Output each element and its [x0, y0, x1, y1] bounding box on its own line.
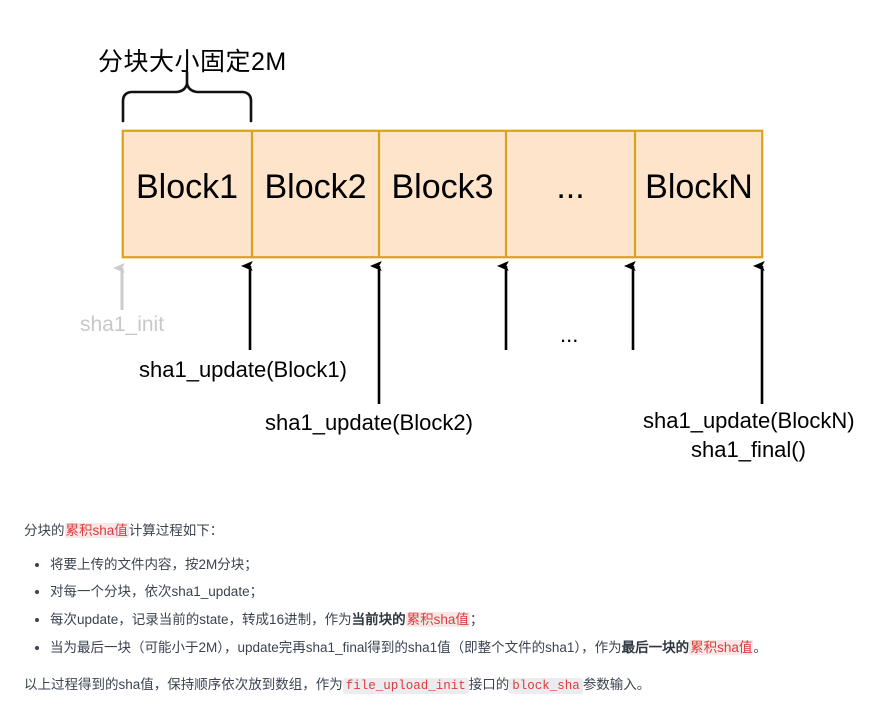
code-file-upload-init: file_upload_init: [342, 678, 469, 695]
intro-after: 计算过程如下：: [128, 523, 224, 538]
step-item: 每次update，记录当前的state，转成16进制，作为当前块的累积sha值；: [50, 608, 869, 632]
block-label-4: ...: [556, 168, 585, 206]
step-strong: 最后一块的: [621, 639, 690, 655]
step-text: 对每一个分块，依次sha1_update；: [50, 584, 264, 600]
step-strong: 当前块的: [351, 611, 406, 627]
code-block-sha: block_sha: [509, 678, 583, 695]
label-sha1-init: sha1_init: [80, 313, 165, 336]
block-label-2: Block2: [264, 168, 367, 206]
step-text: 每次update，记录当前的state，转成16进制，作为: [50, 611, 352, 627]
intro-before: 分块的: [24, 523, 65, 538]
block-label-3: Block3: [391, 168, 494, 206]
step-text: ；: [469, 611, 484, 627]
label-sha1-update-blockn: sha1_update(BlockN): [643, 408, 855, 433]
label-sha1-update-block2: sha1_update(Block2): [265, 410, 473, 435]
diagram-svg: [0, 70, 893, 404]
diagram-canvas: 分块大小固定2M Block1 Block2 Block3... BlockN sha…: [0, 48, 893, 462]
footer-part3: 参数输入。: [582, 677, 651, 693]
step-text: 将要上传的文件内容，按2M分块；: [50, 556, 258, 572]
step-text: 当为最后一块（可能小于2M），update完再sha1_final得到的sha1…: [50, 639, 622, 655]
footer-part1: 以上过程得到的sha值，保持顺序依次放到数组，作为: [24, 677, 343, 693]
steps-list: 将要上传的文件内容，按2M分块； 对每一个分块，依次sha1_update； 每次u…: [24, 553, 869, 660]
label-ellipsis-middle: ...: [560, 322, 579, 347]
block-strip: [121, 129, 764, 259]
block-label-1: Block1: [135, 168, 239, 206]
step-text: 。: [753, 639, 767, 655]
step-highlight: 累积sha值: [689, 639, 754, 655]
prose-section: 分块的累积sha值计算过程如下： 将要上传的文件内容，按2M分块；对每一个分块，…: [0, 505, 893, 708]
step-item: 对每一个分块，依次sha1_update；: [50, 580, 869, 604]
footer-part2: 接口的: [468, 677, 510, 693]
brace-caption: 分块大小固定2M: [98, 48, 287, 76]
label-sha1-final: sha1_final(): [691, 437, 806, 462]
intro-paragraph: 分块的累积sha值计算过程如下：: [24, 519, 869, 543]
step-item: 将要上传的文件内容，按2M分块；: [50, 553, 869, 577]
label-sha1-update-block1: sha1_update(Block1): [139, 357, 347, 382]
intro-highlight: 累积sha值: [64, 523, 129, 538]
block-label-5: BlockN: [645, 168, 753, 206]
block-strip-outline: [121, 129, 764, 259]
step-highlight: 累积sha值: [405, 611, 470, 627]
block-size-brace: [121, 70, 253, 123]
step-item: 当为最后一块（可能小于2M），update完再sha1_final得到的sha1…: [50, 636, 869, 660]
arrow-group: [122, 266, 762, 404]
